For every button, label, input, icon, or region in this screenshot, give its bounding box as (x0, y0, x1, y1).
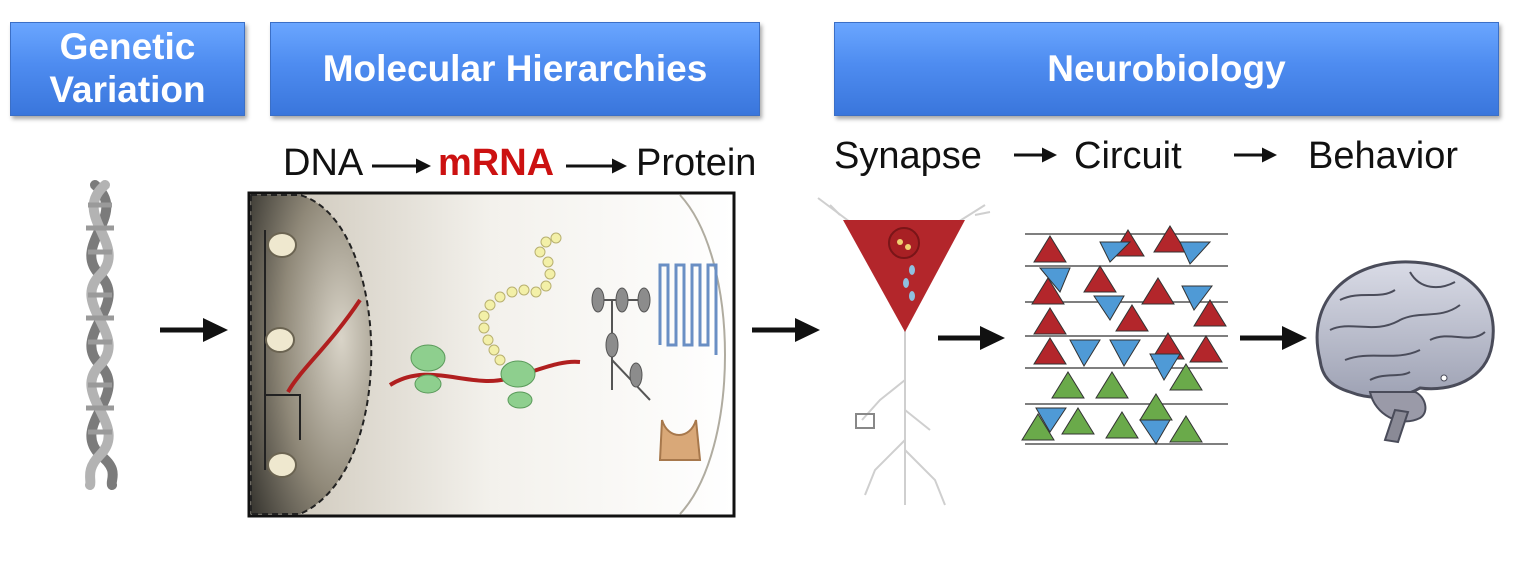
nucleus (250, 194, 373, 515)
dna-helix-icon (85, 180, 118, 490)
arrow-cell-to-neuron (752, 318, 820, 342)
label-dna: DNA (283, 142, 364, 184)
neural-circuit-icon (1021, 225, 1228, 445)
ion-channel (658, 419, 702, 461)
header-neurobiology: Neurobiology (834, 22, 1499, 116)
label-protein: Protein (636, 142, 757, 184)
label-mrna: mRNA (438, 142, 555, 184)
header-neuro-label: Neurobiology (1047, 47, 1286, 89)
header-genetic-variation: Genetic Variation (10, 22, 245, 116)
header-molecular-label: Molecular Hierarchies (322, 47, 708, 89)
header-molecular-hierarchies: Molecular Hierarchies (270, 22, 760, 116)
cell-panel (247, 191, 736, 518)
peptide-chain (478, 232, 562, 366)
header-genetic-variation-label: Genetic Variation (49, 26, 206, 110)
neuron-icon (817, 197, 991, 506)
ribosome-icons (410, 344, 536, 409)
nucleosome-icons (265, 232, 297, 478)
arrow-circuit-to-brain (1240, 326, 1307, 350)
membrane-protein (658, 263, 718, 355)
label-behavior: Behavior (1308, 135, 1458, 177)
label-synapse: Synapse (834, 135, 982, 177)
arrow-dna-to-cell (160, 318, 228, 342)
label-circuit: Circuit (1074, 135, 1182, 177)
arrow-neuron-to-circuit (938, 326, 1005, 350)
brain-icon (1315, 260, 1495, 444)
protein-complex (591, 287, 651, 401)
mrna-strand (286, 298, 362, 393)
